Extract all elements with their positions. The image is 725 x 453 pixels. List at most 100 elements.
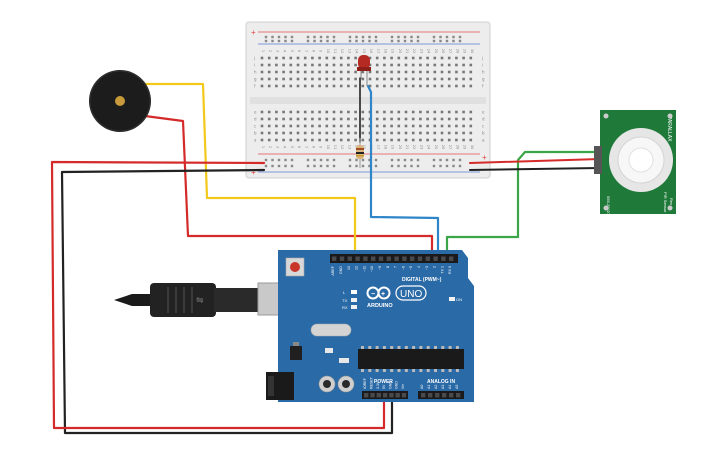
breadboard-hole[interactable] <box>332 131 336 135</box>
header-pin[interactable] <box>389 393 394 398</box>
breadboard-hole[interactable] <box>455 131 458 135</box>
rail-hole[interactable] <box>306 35 310 39</box>
breadboard-hole[interactable] <box>354 63 357 67</box>
header-pin[interactable] <box>395 393 400 398</box>
breadboard-hole[interactable] <box>404 70 408 74</box>
breadboard-hole[interactable] <box>347 63 350 67</box>
wire-yellow-buzzer[interactable] <box>143 82 357 262</box>
breadboard-hole[interactable] <box>354 124 357 128</box>
breadboard-hole[interactable] <box>318 124 321 128</box>
breadboard-hole[interactable] <box>419 77 422 81</box>
breadboard-hole[interactable] <box>368 77 372 81</box>
rail-hole[interactable] <box>355 35 358 39</box>
breadboard-hole[interactable] <box>303 70 307 74</box>
breadboard-hole[interactable] <box>289 124 293 128</box>
rail-hole[interactable] <box>374 35 378 39</box>
rail-hole[interactable] <box>432 158 436 162</box>
breadboard-hole[interactable] <box>469 70 473 74</box>
breadboard-hole[interactable] <box>303 110 307 114</box>
breadboard-hole[interactable] <box>411 131 415 135</box>
header-pin[interactable] <box>364 393 369 398</box>
breadboard-hole[interactable] <box>433 131 437 135</box>
breadboard-hole[interactable] <box>419 56 422 60</box>
rail-hole[interactable] <box>348 35 352 39</box>
breadboard-hole[interactable] <box>325 110 329 114</box>
rail-hole[interactable] <box>277 39 281 43</box>
header-pin[interactable] <box>347 256 352 261</box>
breadboard-hole[interactable] <box>469 77 473 81</box>
rail-hole[interactable] <box>439 158 442 162</box>
breadboard-hole[interactable] <box>390 84 393 88</box>
pir-sensor[interactable]: PARALLAX 555-28027 PIR Sensor Rev A <box>594 110 676 216</box>
breadboard-hole[interactable] <box>325 70 329 74</box>
breadboard-hole[interactable] <box>275 124 278 128</box>
breadboard-hole[interactable] <box>347 84 350 88</box>
breadboard-hole[interactable] <box>404 124 408 128</box>
rail-hole[interactable] <box>290 164 294 168</box>
breadboard-hole[interactable] <box>383 138 386 142</box>
breadboard-hole[interactable] <box>325 117 329 121</box>
breadboard-hole[interactable] <box>411 110 415 114</box>
breadboard-hole[interactable] <box>289 110 293 114</box>
breadboard-hole[interactable] <box>275 131 278 135</box>
breadboard-hole[interactable] <box>390 77 393 81</box>
breadboard-hole[interactable] <box>318 117 321 121</box>
breadboard-hole[interactable] <box>296 138 300 142</box>
breadboard-hole[interactable] <box>397 70 401 74</box>
rail-hole[interactable] <box>348 158 352 162</box>
breadboard-hole[interactable] <box>469 131 473 135</box>
breadboard-hole[interactable] <box>411 63 415 67</box>
breadboard-hole[interactable] <box>440 77 444 81</box>
wire-black-pir[interactable] <box>469 167 601 171</box>
breadboard-hole[interactable] <box>383 117 386 121</box>
breadboard-hole[interactable] <box>368 70 372 74</box>
breadboard-hole[interactable] <box>318 77 321 81</box>
breadboard-hole[interactable] <box>433 124 437 128</box>
rail-hole[interactable] <box>416 158 420 162</box>
breadboard-hole[interactable] <box>433 138 437 142</box>
rail-hole[interactable] <box>410 35 413 39</box>
header-pin[interactable] <box>441 256 446 261</box>
rail-hole[interactable] <box>445 164 449 168</box>
breadboard-hole[interactable] <box>347 138 350 142</box>
breadboard-hole[interactable] <box>368 56 372 60</box>
breadboard-hole[interactable] <box>390 138 393 142</box>
breadboard-hole[interactable] <box>440 138 444 142</box>
breadboard-hole[interactable] <box>347 117 350 121</box>
breadboard-hole[interactable] <box>390 110 393 114</box>
power-pin-header[interactable] <box>364 393 407 398</box>
breadboard-hole[interactable] <box>462 56 465 60</box>
breadboard-hole[interactable] <box>411 124 415 128</box>
breadboard-hole[interactable] <box>303 84 307 88</box>
breadboard-hole[interactable] <box>469 63 473 67</box>
breadboard-hole[interactable] <box>383 124 386 128</box>
breadboard-hole[interactable] <box>289 138 293 142</box>
breadboard-hole[interactable] <box>433 110 437 114</box>
breadboard-hole[interactable] <box>462 131 465 135</box>
rail-hole[interactable] <box>432 39 436 43</box>
breadboard-hole[interactable] <box>339 124 343 128</box>
breadboard-hole[interactable] <box>325 77 329 81</box>
header-pin[interactable] <box>355 256 360 261</box>
breadboard-hole[interactable] <box>404 84 408 88</box>
breadboard-hole[interactable] <box>455 56 458 60</box>
rail-hole[interactable] <box>313 158 316 162</box>
breadboard-hole[interactable] <box>260 117 264 121</box>
breadboard-hole[interactable] <box>455 117 458 121</box>
rail-hole[interactable] <box>458 158 462 162</box>
breadboard-hole[interactable] <box>282 70 285 74</box>
breadboard-hole[interactable] <box>332 84 336 88</box>
breadboard-hole[interactable] <box>447 56 451 60</box>
rail-hole[interactable] <box>277 158 281 162</box>
rail-hole[interactable] <box>326 164 329 168</box>
breadboard-hole[interactable] <box>325 131 329 135</box>
breadboard-hole[interactable] <box>296 84 300 88</box>
breadboard-hole[interactable] <box>339 70 343 74</box>
breadboard-hole[interactable] <box>275 70 278 74</box>
breadboard-hole[interactable] <box>318 138 321 142</box>
breadboard-hole[interactable] <box>339 56 343 60</box>
breadboard-hole[interactable] <box>419 131 422 135</box>
breadboard-hole[interactable] <box>426 131 429 135</box>
rail-hole[interactable] <box>319 158 323 162</box>
